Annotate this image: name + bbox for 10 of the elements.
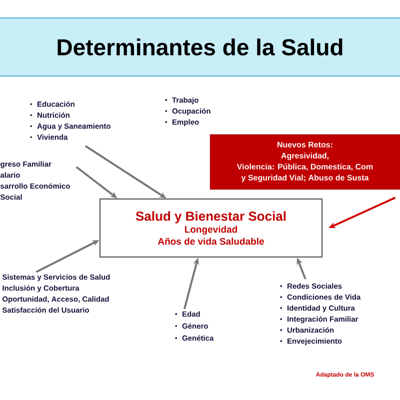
box-text: Nuevos Retos: xyxy=(278,142,332,148)
box-text: Longevidad xyxy=(185,226,238,235)
box-text: Agresividad, xyxy=(281,152,328,160)
box-text: Salud y Bienestar Social xyxy=(136,211,286,224)
box-text: Años de vida Saludable xyxy=(158,238,264,245)
box-text: Violencia: Pública, Domestica, Com xyxy=(236,164,373,171)
title-banner: Determinantes de la Salud xyxy=(0,18,400,76)
outcome-box xyxy=(99,198,323,258)
challenge-box xyxy=(210,134,400,190)
box-text: y Seguridad Vial; Abuso de Susta xyxy=(241,174,369,182)
